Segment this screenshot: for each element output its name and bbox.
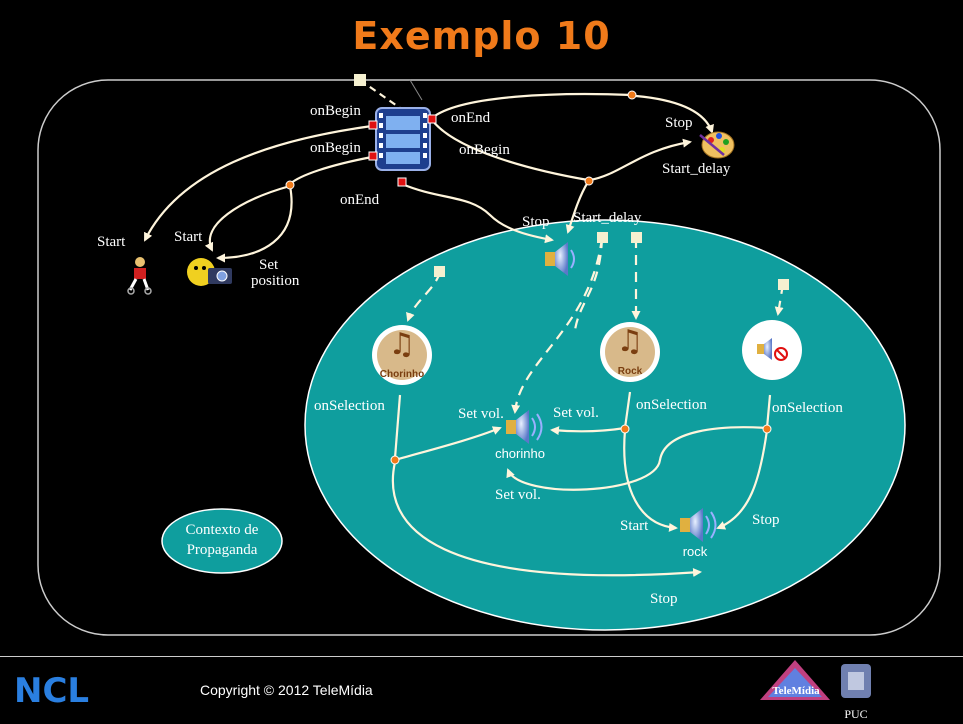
port-square — [597, 232, 608, 243]
label-rock: rock — [683, 544, 708, 559]
label-onend: onEnd — [340, 192, 380, 208]
link-onbegin-left-1 — [144, 124, 373, 242]
label-set-vol: Set vol. — [553, 405, 599, 421]
speaker-icon[interactable] — [545, 242, 575, 276]
svg-text:♫: ♫ — [617, 324, 644, 359]
label-onselection: onSelection — [314, 398, 385, 414]
label-set-position: Set — [259, 257, 279, 273]
label-stop: Stop — [650, 591, 678, 607]
copyright-text: Copyright © 2012 TeleMídia — [200, 682, 373, 698]
link-mute-sel — [765, 394, 772, 429]
slide-title: Exemplo 10 — [352, 14, 611, 58]
label-start-delay: Start_delay — [662, 161, 731, 177]
label-chorinho: chorinho — [495, 446, 545, 461]
anchor-square — [397, 177, 407, 187]
ncl-logo: NCL — [14, 671, 89, 708]
rock-button[interactable]: ♫ Rock — [600, 322, 660, 382]
camera-smiley-icon[interactable] — [187, 258, 232, 286]
palette-icon[interactable] — [699, 131, 735, 159]
svg-text:♫: ♫ — [389, 327, 416, 362]
label-start: Start — [174, 229, 203, 245]
label-stop: Stop — [665, 115, 693, 131]
ncl-logo-text: NCL — [14, 671, 89, 708]
rock-speaker-icon[interactable] — [680, 508, 717, 542]
telemidia-logo: TeleMídia — [760, 660, 830, 700]
label-stop: Stop — [522, 214, 550, 230]
connector-dot — [620, 424, 630, 434]
walking-man-icon[interactable] — [127, 257, 152, 295]
puc-logo: PUC — [841, 664, 871, 721]
label-onselection: onSelection — [772, 400, 843, 416]
telemidia-logo-text: TeleMídia — [772, 685, 820, 697]
port-link-video — [359, 79, 401, 109]
label-onbegin: onBegin — [310, 103, 361, 119]
context-label-2: Propaganda — [187, 542, 258, 558]
puc-logo-text: PUC — [844, 707, 867, 721]
connector-dot — [285, 180, 295, 190]
anchor-square — [368, 151, 378, 161]
label-set-vol: Set vol. — [495, 487, 541, 503]
anchor-square — [368, 120, 378, 130]
port-square — [434, 266, 445, 277]
connector-dot — [627, 90, 637, 100]
label-start-delay: Start_delay — [573, 210, 642, 226]
link-onbegin-right — [431, 119, 589, 182]
label-onbegin: onBegin — [459, 142, 510, 158]
label-start: Start — [620, 518, 649, 534]
chorinho-speaker-icon[interactable] — [506, 410, 543, 444]
port-link-speaker — [573, 237, 604, 331]
connector-dot — [762, 424, 772, 434]
chorinho-button-label: Chorinho — [380, 369, 424, 380]
connector-dot — [390, 455, 400, 465]
link-onbegin-left-2 — [289, 155, 373, 185]
label-start: Start — [97, 234, 126, 250]
connector-dot — [584, 176, 594, 186]
label-onselection: onSelection — [636, 397, 707, 413]
label-set-position: position — [251, 273, 300, 289]
footer-divider — [0, 656, 963, 657]
rock-button-label: Rock — [618, 366, 643, 377]
chorinho-button[interactable]: ♫ Chorinho — [372, 325, 432, 385]
video-node-icon[interactable] — [375, 107, 431, 171]
inner-context — [304, 219, 906, 631]
label-onend: onEnd — [451, 110, 491, 126]
port-square — [631, 232, 642, 243]
propaganda-context — [161, 508, 283, 574]
label-stop: Stop — [752, 512, 780, 528]
port-square — [354, 74, 366, 86]
port-square — [778, 279, 789, 290]
link-onend-bottom — [401, 182, 554, 244]
anchor-square — [427, 114, 437, 124]
mute-button[interactable] — [742, 320, 802, 380]
link-rock-sel — [623, 391, 632, 429]
context-label-1: Contexto de — [186, 522, 259, 538]
label-set-vol: Set vol. — [458, 406, 504, 422]
link-chorinho-sel — [393, 394, 402, 459]
link-onend-top — [431, 92, 633, 119]
label-onbegin: onBegin — [310, 140, 361, 156]
